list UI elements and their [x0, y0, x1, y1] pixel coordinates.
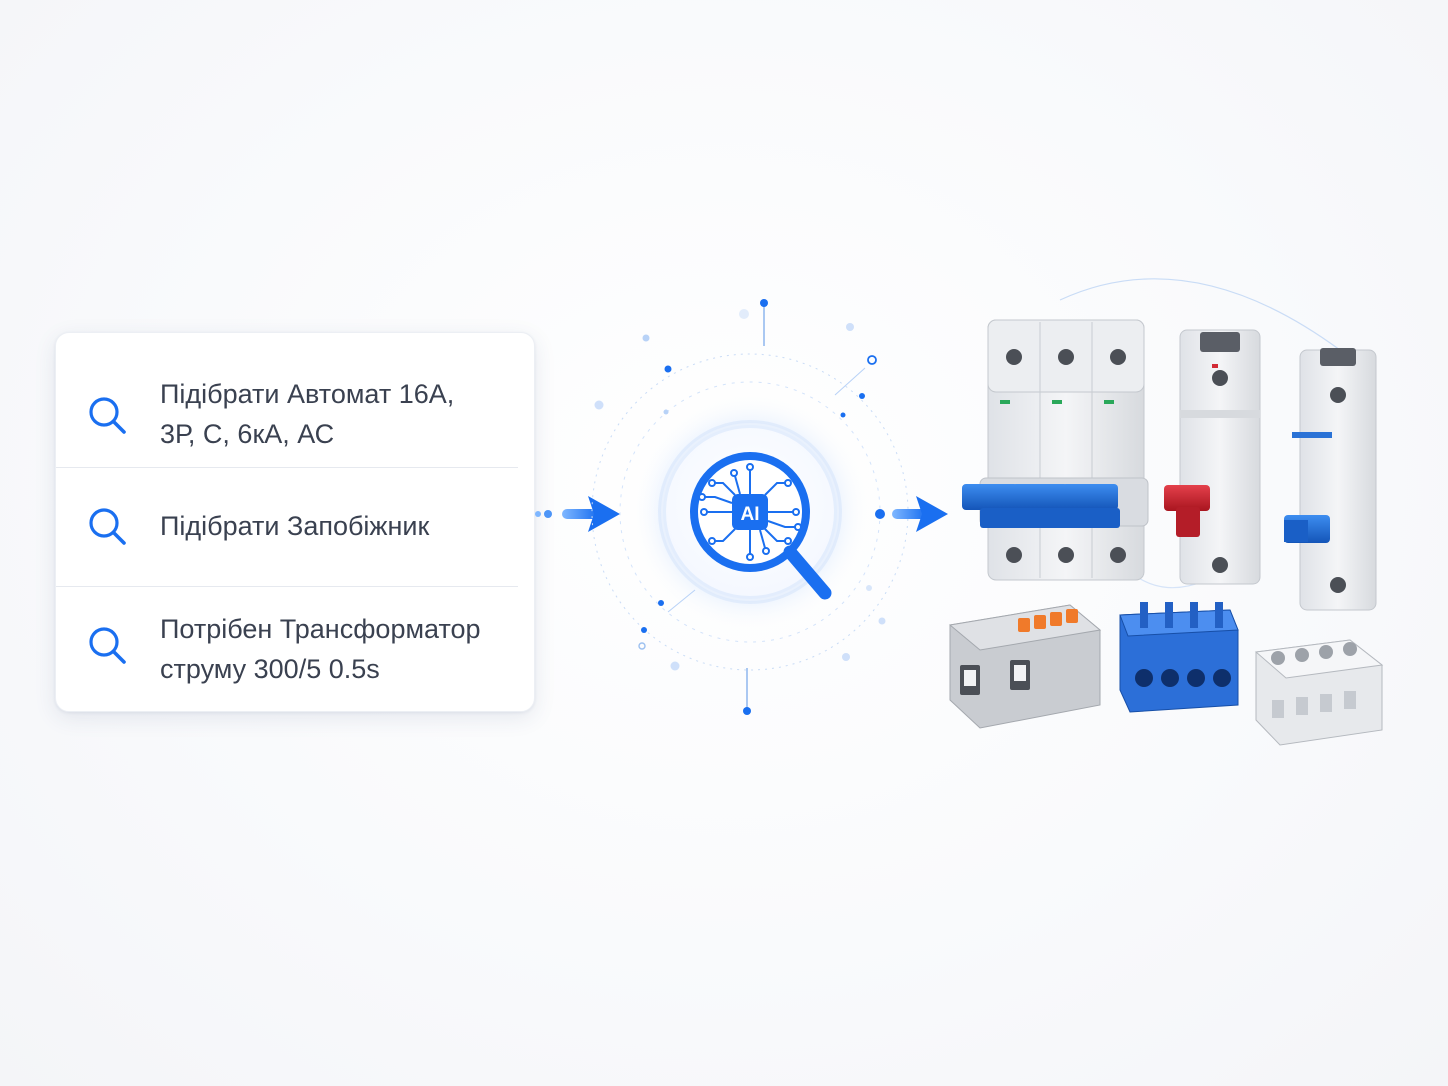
single-pole-breaker-blue[interactable] [1284, 348, 1377, 611]
query-item[interactable]: Потрібен Трансформатор струму 300/5 0.5s [56, 587, 534, 711]
three-pole-breaker[interactable] [962, 319, 1149, 581]
query-text-line: Потрібен Трансформатор [160, 614, 481, 644]
arrow-right-icon [875, 496, 948, 532]
query-item[interactable]: Підібрати Автомат 16А, 3Р, С, 6кА, АС [56, 359, 534, 469]
ai-label: AI [741, 504, 760, 525]
query-text: Потрібен Трансформатор струму 300/5 0.5s [160, 609, 520, 689]
ai-chip-magnifier-icon: AI [690, 452, 832, 600]
query-text: Підібрати Автомат 16А, 3Р, С, 6кА, АС [160, 374, 520, 454]
query-list-card: Підібрати Автомат 16А, 3Р, С, 6кА, АС Пі… [55, 332, 535, 712]
product-results [948, 278, 1384, 746]
divider [56, 586, 518, 587]
query-text-line: Підібрати Автомат 16А, [160, 379, 455, 409]
query-text: Підібрати Запобіжник [160, 506, 520, 546]
search-icon [89, 508, 126, 545]
terminal-block-blue[interactable] [1119, 602, 1239, 713]
divider [56, 467, 518, 468]
search-icon [89, 627, 126, 664]
arrow-right-icon [535, 496, 620, 532]
query-item[interactable]: Підібрати Запобіжник [56, 468, 534, 586]
query-text-line: струму 300/5 0.5s [160, 654, 380, 684]
single-pole-breaker-red[interactable] [1164, 329, 1261, 585]
search-icon [89, 397, 126, 434]
query-text-line: Підібрати Запобіжник [160, 511, 430, 541]
terminal-block-white[interactable] [1254, 639, 1384, 746]
query-text-line: 3Р, С, 6кА, АС [160, 419, 335, 449]
terminal-block-grey[interactable] [948, 604, 1102, 729]
